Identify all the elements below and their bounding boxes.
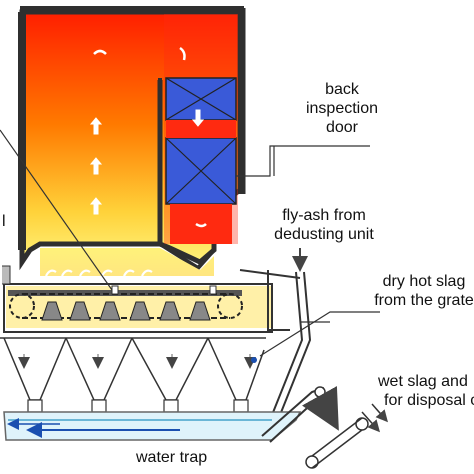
water-trap-label: water trap (136, 449, 208, 466)
label-line: wet slag and (378, 373, 468, 390)
up-arrow-icon (89, 197, 103, 215)
hopper-drop-arrows (18, 354, 256, 369)
back-pass-gap (166, 120, 236, 138)
label-line: dedusting unit (274, 226, 374, 243)
dry-slag-chute (239, 269, 301, 279)
grate-frame (3, 283, 273, 333)
baffle-fill (40, 248, 214, 276)
back-inspection-door-label: back inspection door (292, 80, 392, 137)
ash-hoppers (3, 337, 265, 401)
grate-end-wall (267, 270, 290, 331)
label-line: inspection (305, 100, 379, 117)
fly-ash-label: fly-ash from dedusting unit (264, 206, 384, 244)
conveyor-roller (314, 386, 326, 398)
label-line: back (325, 81, 359, 98)
label-line: dry hot slag (382, 273, 466, 290)
left-ignition (2, 265, 11, 285)
fly-ash-pipe-2 (277, 271, 312, 421)
back-pass-bottom (170, 204, 232, 244)
water-trap (3, 411, 302, 441)
dry-hot-slag-label: dry hot slag from the grate (370, 272, 474, 310)
bed-arrows (45, 269, 153, 277)
slag-sensor (251, 357, 257, 363)
grate-bars (41, 301, 211, 321)
wet-slag-drop-arrow (301, 386, 339, 431)
label-line: door (325, 119, 359, 136)
inspection-block-upper (165, 77, 237, 121)
curve-arrow-icon (195, 222, 207, 228)
fly-ash-pipe (269, 271, 304, 421)
up-arrow-icon (89, 157, 103, 175)
disposal-arrow (361, 411, 380, 433)
down-arrow-icon (191, 109, 205, 127)
label-line: from the grate (374, 292, 474, 309)
up-arrow-icon (89, 117, 103, 135)
central-baffle (158, 78, 216, 271)
label-line: fly-ash from (282, 207, 366, 224)
hopper-necks (27, 399, 249, 413)
disposal-conveyor (305, 417, 369, 469)
inspection-block-lower (165, 137, 237, 205)
leader-lines (0, 129, 380, 357)
wet-slag-label: wet slag and for disposal o (378, 372, 474, 410)
posts-2 (209, 285, 217, 295)
cut-left-label: l (2, 213, 6, 230)
label-line: for disposal o (384, 392, 474, 409)
curve-arrow-icon (179, 46, 186, 61)
posts (111, 285, 119, 295)
curve-arrow-icon (93, 49, 107, 55)
flow-arrows (89, 46, 207, 228)
disposal-arrow-2 (371, 403, 388, 423)
